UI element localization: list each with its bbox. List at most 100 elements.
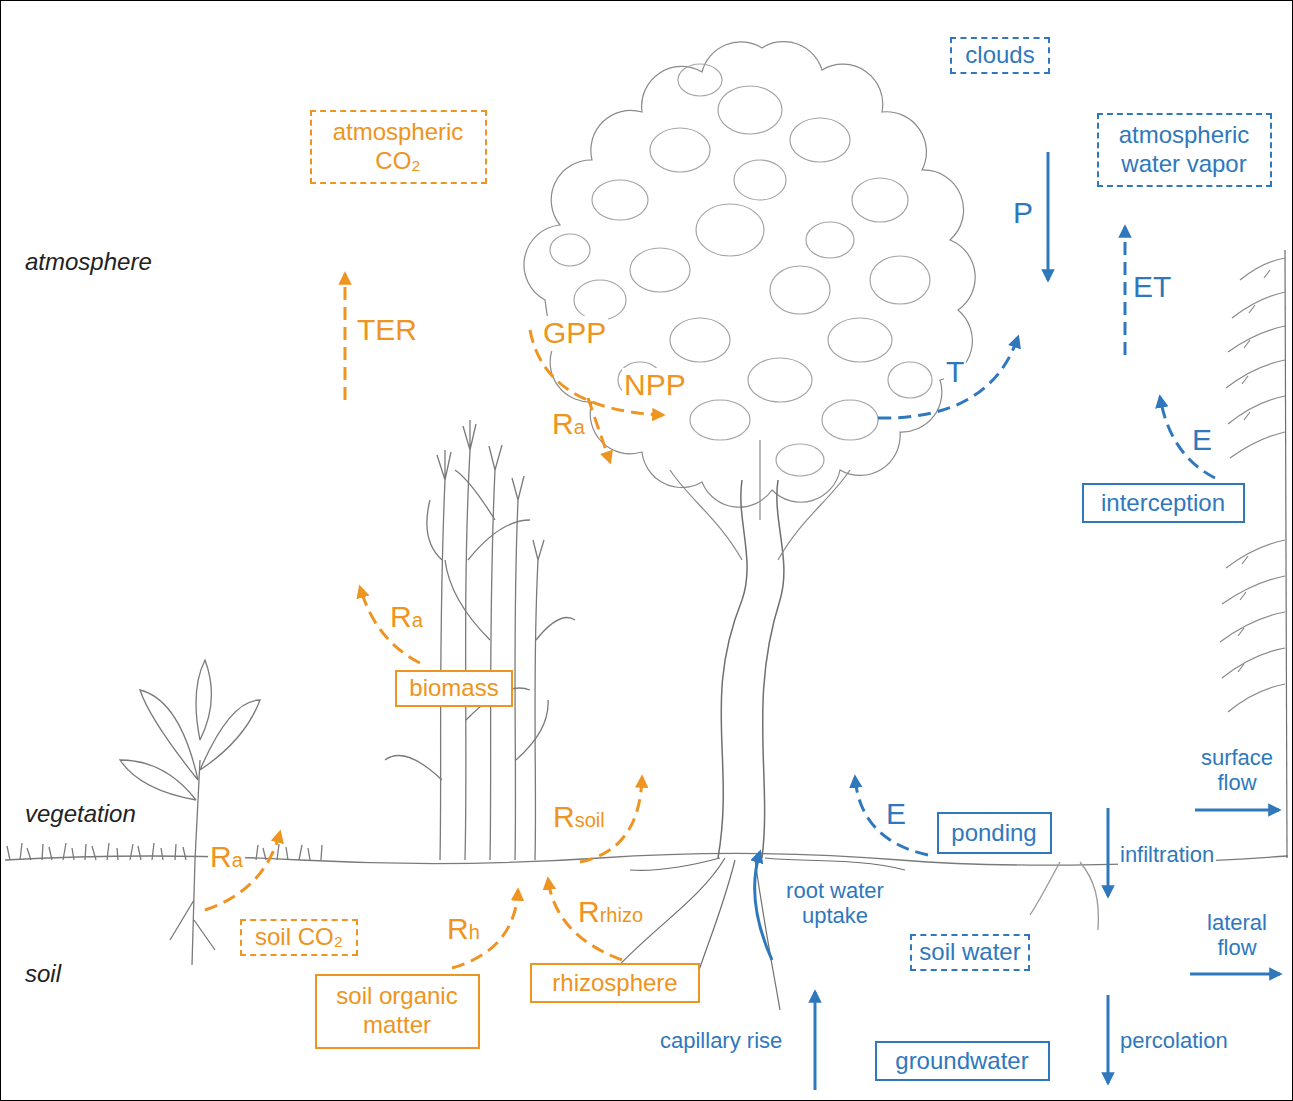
ground-sketch	[5, 853, 1288, 865]
flux-label: GPP	[541, 316, 608, 351]
water-flux-arrow	[855, 227, 1215, 855]
tree-sketch	[822, 400, 878, 440]
water-flux-arrow	[878, 337, 1018, 418]
herb-sketch	[170, 860, 215, 965]
tree-sketch	[718, 86, 782, 134]
ground-sketch	[5, 843, 1288, 930]
tree-sketch	[718, 480, 747, 858]
water-flux-arrow	[1107, 995, 1110, 1083]
ground-sketch	[7, 843, 322, 860]
flux-label: TER	[355, 313, 419, 348]
pool-name: interception	[1101, 489, 1225, 518]
tree-sketch	[630, 248, 690, 292]
water-flux-arrow	[1160, 397, 1215, 478]
water-pool-box: interception	[1082, 483, 1245, 523]
ground-sketch	[1030, 862, 1098, 930]
carbon-flux-arrow	[205, 832, 280, 910]
tree-sketch	[690, 400, 750, 440]
tree-sketch	[650, 128, 710, 172]
flow-label: percolation	[1118, 1028, 1230, 1053]
tree-sketch	[670, 318, 730, 362]
flux-label: P	[1011, 196, 1035, 231]
layer-label: soil	[23, 960, 63, 988]
water-pool-box: soil water	[910, 934, 1030, 971]
flow-label: infiltration	[1118, 842, 1216, 867]
flux-label: Rrhizo	[576, 895, 645, 930]
flow-label: lateral flow	[1202, 910, 1272, 961]
tree-sketch	[870, 256, 930, 304]
pool-name: soil CO₂	[255, 923, 343, 952]
carbon-pool-box: soil CO₂	[240, 919, 358, 956]
flux-label: Rh	[445, 912, 482, 947]
maize-sketch	[385, 470, 575, 780]
flux-label: ET	[1131, 270, 1173, 305]
flux-label: E	[1190, 423, 1214, 458]
herb-sketch	[120, 660, 260, 800]
water-flux-arrow	[855, 777, 928, 855]
tree-sketch	[696, 204, 764, 256]
water-flux-arrow	[1190, 973, 1280, 976]
flux-label: Ra	[388, 600, 425, 635]
tree-sketch	[550, 64, 932, 476]
tree-sketch	[806, 222, 854, 258]
conifer-sketch	[1238, 270, 1270, 672]
tree-sketch	[776, 444, 824, 476]
layer-label: vegetation	[23, 800, 138, 828]
tree-sketch	[574, 280, 626, 320]
pool-name: biomass	[409, 674, 498, 703]
pool-name: ponding	[951, 819, 1036, 848]
pool-name: rhizosphere	[552, 969, 677, 998]
carbon-pool-box: biomass	[395, 670, 513, 707]
pool-name: atmospheric CO₂	[323, 118, 473, 176]
herb-sketch	[120, 660, 260, 965]
pool-name: soil organic matter	[330, 982, 465, 1040]
tree-sketch	[524, 42, 975, 1010]
flow-label: root water uptake	[779, 878, 891, 929]
pool-name: groundwater	[895, 1047, 1028, 1076]
carbon-pool-box: rhizosphere	[530, 963, 700, 1003]
water-pool-box: groundwater	[875, 1041, 1050, 1081]
flow-label: surface flow	[1195, 745, 1280, 796]
water-flux-arrow	[1124, 227, 1127, 355]
flux-label: T	[944, 355, 966, 390]
flux-label: Rsoil	[551, 800, 607, 835]
tree-sketch	[888, 362, 932, 398]
water-flux-arrow	[1047, 152, 1050, 280]
tree-sketch	[734, 160, 786, 200]
water-flux-arrow	[755, 852, 772, 960]
tree-sketch	[748, 358, 812, 402]
tree-sketch	[670, 440, 850, 560]
maize-sketch	[437, 420, 544, 560]
tree-sketch	[762, 480, 784, 858]
pool-name: soil water	[919, 938, 1020, 967]
water-flux-arrow	[1107, 808, 1110, 896]
flow-label: capillary rise	[658, 1028, 784, 1053]
tree-sketch	[790, 118, 850, 162]
tree-sketch	[524, 42, 975, 508]
carbon-flux-arrow	[588, 398, 610, 462]
flux-label: Ra	[208, 840, 245, 875]
pool-name: atmospheric water vapor	[1109, 121, 1259, 179]
maize-sketch	[385, 420, 575, 860]
carbon-pool-box: soil organic matter	[315, 974, 480, 1049]
flux-label: Ra	[550, 407, 587, 442]
flux-label: NPP	[622, 368, 688, 403]
pool-name: clouds	[965, 41, 1034, 70]
layer-label: atmosphere	[23, 248, 154, 276]
water-pool-box: atmospheric water vapor	[1097, 113, 1272, 187]
water-pool-box: ponding	[937, 812, 1052, 854]
flux-label: E	[884, 797, 908, 832]
tree-sketch	[550, 234, 590, 266]
carbon-flux-arrow	[205, 274, 663, 968]
carbon-flux-arrow	[344, 274, 347, 400]
carbon-pool-box: atmospheric CO₂	[310, 110, 487, 184]
tree-sketch	[592, 180, 648, 220]
tree-sketch	[678, 64, 722, 96]
conifer-sketch	[1285, 250, 1287, 858]
water-flux-arrow	[755, 152, 1280, 1090]
tree-sketch	[828, 318, 892, 362]
water-flux-arrow	[814, 992, 817, 1090]
water-pool-box: clouds	[950, 37, 1050, 74]
